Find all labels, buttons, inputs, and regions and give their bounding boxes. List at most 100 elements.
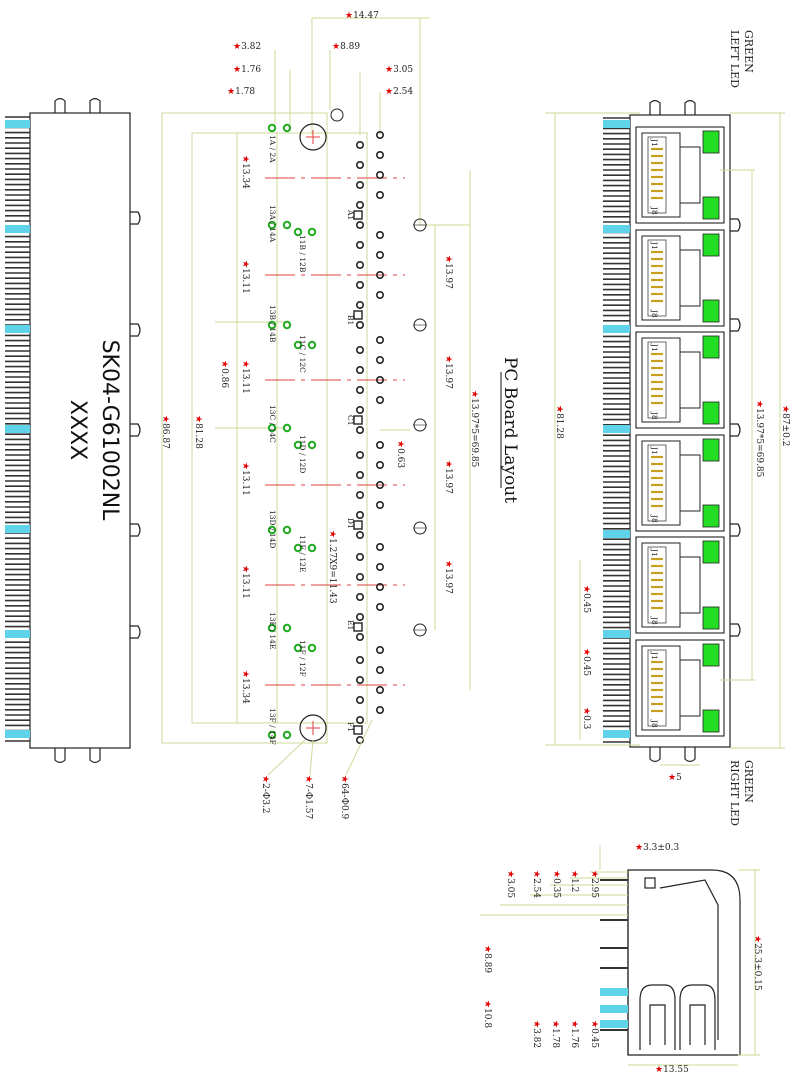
row-label-c1-text: C1 bbox=[346, 415, 355, 426]
side-0-35-text: ★0.35 bbox=[551, 870, 561, 898]
connector-top-view: SK04-G61002NL XXXX bbox=[5, 98, 141, 763]
signal-pad bbox=[375, 151, 384, 160]
signal-pad bbox=[375, 290, 384, 299]
pin1-pad bbox=[353, 210, 363, 220]
dim-86-87-text: ★86.87 bbox=[160, 415, 170, 449]
signal-pad bbox=[355, 345, 364, 354]
signal-pad bbox=[375, 705, 384, 714]
signal-pad bbox=[355, 655, 364, 664]
pin-label-13b: 13B / 14B bbox=[268, 305, 277, 343]
dim-pitch-pins-text: ★1.27X9=11.43 bbox=[327, 530, 337, 604]
side-1-2-text: ★1.2 bbox=[569, 870, 579, 892]
hole-note-1: ★2-Φ3.2 bbox=[260, 775, 270, 814]
dim-13-11-a: ★13.11 bbox=[240, 260, 250, 294]
dim-3-05-text: ★3.05 bbox=[385, 65, 413, 75]
led-pad bbox=[293, 227, 303, 237]
dim-13-97-c: ★13.97 bbox=[443, 460, 453, 494]
front-highlight-pin bbox=[603, 425, 630, 433]
pin-label-11d: 11D / 12D bbox=[298, 435, 307, 473]
side-2-54-text: ★2.54 bbox=[531, 870, 541, 898]
led-pad bbox=[282, 220, 292, 230]
pin-label-11e: 11E / 12E bbox=[298, 535, 307, 572]
pin1-pad bbox=[353, 622, 363, 632]
port-contacts bbox=[647, 239, 667, 317]
led-pad bbox=[307, 340, 317, 350]
side-3-05-text: ★3.05 bbox=[505, 870, 515, 898]
signal-pad bbox=[355, 141, 364, 150]
side-25-3: ★25.3±0.15 bbox=[752, 935, 762, 991]
pin-label-11b-text: 11B / 12B bbox=[298, 235, 307, 273]
dim-13-11-b-text: ★13.11 bbox=[240, 360, 250, 394]
jack-label-j1: J8 bbox=[650, 309, 659, 318]
front-latch bbox=[730, 523, 741, 537]
led-pad bbox=[267, 525, 277, 535]
dim-13-11-c-text: ★13.11 bbox=[240, 462, 250, 496]
led-pad bbox=[282, 423, 292, 433]
signal-pad bbox=[355, 161, 364, 170]
signal-pad bbox=[355, 300, 364, 309]
side-3-3: ★3.3±0.3 bbox=[635, 843, 680, 853]
front-highlight-pin bbox=[603, 530, 630, 538]
small-hole bbox=[330, 108, 344, 122]
signal-pad bbox=[375, 171, 384, 180]
signal-pad bbox=[355, 510, 364, 519]
side-highlight-pin bbox=[600, 988, 628, 996]
jack-label-j1: J1 bbox=[650, 548, 659, 557]
led-pad bbox=[307, 440, 317, 450]
signal-pad bbox=[355, 530, 364, 539]
signal-pad bbox=[355, 632, 364, 641]
port-frame bbox=[635, 639, 725, 737]
mount-stud bbox=[89, 98, 101, 113]
side-2-95: ★2.95 bbox=[589, 870, 599, 898]
front-0-45-b-text: ★0.45 bbox=[581, 648, 591, 676]
leader bbox=[309, 739, 314, 776]
signal-pad bbox=[375, 131, 384, 140]
front-0-3: ★0.3 bbox=[581, 707, 591, 730]
front-latch bbox=[730, 318, 741, 332]
front-highlight-pin bbox=[603, 730, 630, 738]
led-pad bbox=[293, 543, 303, 553]
side-1-2: ★1.2 bbox=[569, 870, 579, 892]
side-1-76-text: ★1.76 bbox=[569, 1020, 579, 1048]
side-2-54: ★2.54 bbox=[531, 870, 541, 898]
dim-pitch-pins: ★1.27X9=11.43 bbox=[327, 530, 337, 604]
dim-13-97-a: ★13.97 bbox=[443, 255, 453, 289]
latch-slot bbox=[680, 351, 701, 409]
front-5-text: ★5 bbox=[668, 773, 682, 783]
front-latch bbox=[730, 218, 741, 232]
row-label-b1-text: B1 bbox=[346, 315, 355, 325]
dim-13-97-d-text: ★13.97 bbox=[443, 560, 453, 594]
side-latch bbox=[130, 211, 141, 225]
led-green bbox=[702, 233, 720, 257]
signal-pad bbox=[375, 191, 384, 200]
dim-3-82: ★3.82 bbox=[233, 42, 261, 52]
port-contacts bbox=[647, 546, 667, 624]
front-13-97x5-text: ★13.97*5=69.85 bbox=[754, 400, 764, 478]
side-3-3-text: ★3.3±0.3 bbox=[635, 843, 680, 853]
led-pad bbox=[307, 543, 317, 553]
led-pad bbox=[282, 623, 292, 633]
pin-label-11f-text: 11F / 12F bbox=[298, 640, 307, 677]
signal-pad bbox=[355, 715, 364, 724]
side-25-3-text: ★25.3±0.15 bbox=[752, 935, 762, 991]
side-1-78: ★1.78 bbox=[550, 1020, 560, 1048]
pin1-pad bbox=[353, 520, 363, 530]
jack-label-j8: J1 bbox=[650, 241, 659, 250]
front-13-97x5: ★13.97*5=69.85 bbox=[754, 400, 764, 478]
led-pad bbox=[267, 220, 277, 230]
led-label-green-top: GREEN bbox=[742, 30, 755, 73]
front-highlight-pin bbox=[603, 120, 630, 128]
latch-slot bbox=[680, 146, 701, 204]
front-latch bbox=[730, 423, 741, 437]
front-latch bbox=[730, 623, 741, 637]
signal-pad bbox=[355, 735, 364, 744]
port-frame bbox=[635, 536, 725, 634]
side-1-76: ★1.76 bbox=[569, 1020, 579, 1048]
led-pad bbox=[267, 123, 277, 133]
dim-8-89: ★8.89 bbox=[332, 42, 360, 52]
pin-label-13b-text: 13B / 14B bbox=[268, 305, 277, 343]
dim-1-78-text: ★1.78 bbox=[227, 87, 255, 97]
signal-pad bbox=[375, 562, 384, 571]
pin-label-13d-text: 13D / 14D bbox=[268, 510, 277, 548]
